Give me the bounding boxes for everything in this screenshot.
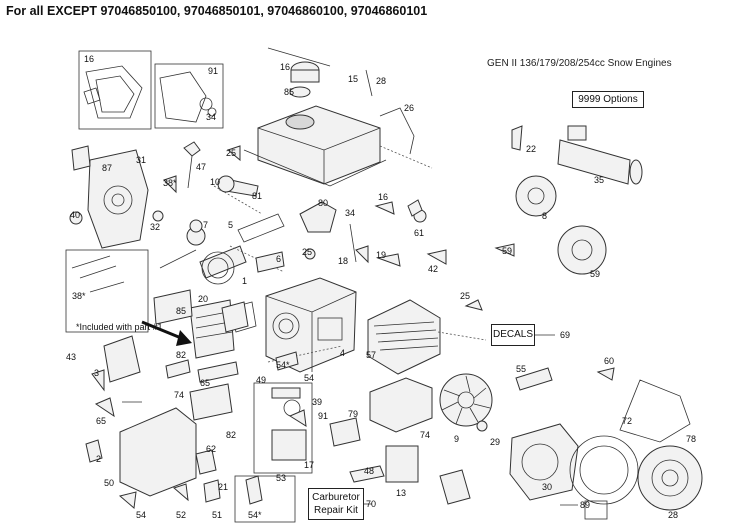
part-label: 82 bbox=[176, 350, 186, 360]
part-label: 87 bbox=[102, 163, 112, 173]
part-label: 53 bbox=[276, 473, 286, 483]
part-label: 55 bbox=[516, 364, 526, 374]
part-label: 1 bbox=[242, 276, 247, 286]
part-label: 6 bbox=[276, 254, 281, 264]
part-label: 16 bbox=[84, 54, 94, 64]
part-label: 91 bbox=[318, 411, 328, 421]
page-title: For all EXCEPT 97046850100, 97046850101,… bbox=[6, 4, 428, 18]
part-label: 72 bbox=[622, 416, 632, 426]
part-label: 8 bbox=[542, 211, 547, 221]
footnote-text: *Included with part #1 bbox=[76, 322, 163, 332]
part-label: 51 bbox=[212, 510, 222, 520]
part-label: 50 bbox=[104, 478, 114, 488]
part-label: 54* bbox=[276, 360, 290, 370]
part-label: 57 bbox=[366, 350, 376, 360]
gasket-set-36-frame bbox=[78, 50, 152, 130]
part-label: 54 bbox=[136, 510, 146, 520]
options-box: 9999 Options bbox=[572, 91, 644, 108]
part-label: 80 bbox=[318, 198, 328, 208]
carburetor-frame bbox=[253, 382, 313, 474]
part-label: 22 bbox=[526, 144, 536, 154]
part-label: 40 bbox=[70, 210, 80, 220]
part-label: 19 bbox=[376, 250, 386, 260]
part-label: 28 bbox=[668, 510, 678, 520]
part-label: 65 bbox=[96, 416, 106, 426]
part-label: 81 bbox=[252, 191, 262, 201]
part-label: 52 bbox=[176, 510, 186, 520]
part-label: 91 bbox=[208, 66, 218, 76]
decals-box: DECALS bbox=[491, 324, 535, 346]
part-label: 54 bbox=[304, 373, 314, 383]
part-label: 30 bbox=[542, 482, 552, 492]
part-77-frame bbox=[584, 500, 608, 520]
part-label: 25 bbox=[226, 148, 236, 158]
part-label: 48 bbox=[364, 466, 374, 476]
part-label: 78 bbox=[686, 434, 696, 444]
part-label: 13 bbox=[396, 488, 406, 498]
part-label: 89 bbox=[580, 500, 590, 510]
carb-kit-label-1: Carburetor bbox=[312, 492, 360, 503]
part-label: 21 bbox=[218, 482, 228, 492]
gasket-set-91-frame bbox=[154, 63, 224, 129]
part-label: 60 bbox=[604, 356, 614, 366]
part-label: 74 bbox=[420, 430, 430, 440]
part-label: 85 bbox=[284, 87, 294, 97]
part-label: 62 bbox=[206, 444, 216, 454]
part-label: 42 bbox=[428, 264, 438, 274]
part-label: 5 bbox=[228, 220, 233, 230]
part-label: 54* bbox=[248, 510, 262, 520]
part-label: 70 bbox=[366, 499, 376, 509]
part-label: 79 bbox=[348, 409, 358, 419]
part-label: 31 bbox=[136, 155, 146, 165]
part-number-labels: 16 91 34 16 15 85 28 26 87 31 47 25 38* … bbox=[66, 54, 696, 520]
part-label: 49 bbox=[256, 375, 266, 385]
part-label: 85 bbox=[176, 306, 186, 316]
part-label: 43 bbox=[66, 352, 76, 362]
part-label: 15 bbox=[348, 74, 358, 84]
carburetor-repair-kit-box: Carburetor Repair Kit bbox=[308, 488, 364, 520]
part-label: 18 bbox=[338, 256, 348, 266]
part-label: 7 bbox=[203, 220, 208, 230]
part-label: 17 bbox=[304, 460, 314, 470]
part-label: 26 bbox=[404, 103, 414, 113]
part-label: 4 bbox=[340, 348, 345, 358]
part-label: 2 bbox=[96, 454, 101, 464]
part-label: 28 bbox=[376, 76, 386, 86]
part-label: 34 bbox=[206, 112, 216, 122]
part-label: 47 bbox=[196, 162, 206, 172]
part-label: 38* bbox=[72, 291, 86, 301]
part-label: 59 bbox=[590, 269, 600, 279]
part-label: 9 bbox=[454, 434, 459, 444]
part-label: 29 bbox=[490, 437, 500, 447]
part-label: 16 bbox=[280, 62, 290, 72]
part-label: 16 bbox=[378, 192, 388, 202]
part-label: 82 bbox=[226, 430, 236, 440]
part-label: 10 bbox=[210, 177, 220, 187]
carb-kit-label-2: Repair Kit bbox=[314, 505, 358, 516]
part-label: 59 bbox=[502, 246, 512, 256]
part-label: 32 bbox=[150, 222, 160, 232]
part-label: 34 bbox=[345, 208, 355, 218]
part-label: 3 bbox=[94, 368, 99, 378]
part-label: 35 bbox=[594, 175, 604, 185]
part-label: 25 bbox=[302, 247, 312, 257]
part-53-frame bbox=[234, 475, 296, 523]
part-label: 38* bbox=[163, 178, 177, 188]
part-label: 69 bbox=[560, 330, 570, 340]
part-label: 39 bbox=[312, 397, 322, 407]
part-38-frame bbox=[65, 249, 149, 333]
part-label: 20 bbox=[198, 294, 208, 304]
part-label: 74 bbox=[174, 390, 184, 400]
part-label: 25 bbox=[460, 291, 470, 301]
diagram-subtitle: GEN II 136/179/208/254cc Snow Engines bbox=[487, 58, 672, 69]
part-label: 65 bbox=[200, 378, 210, 388]
part-label: 61 bbox=[414, 228, 424, 238]
